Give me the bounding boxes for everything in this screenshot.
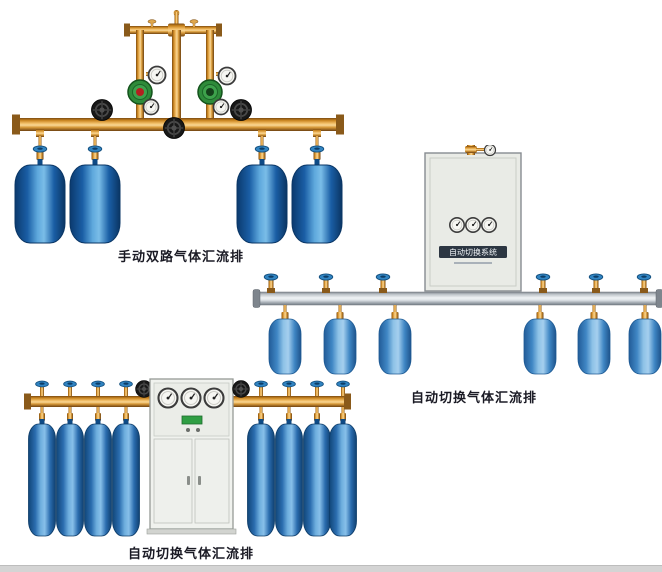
- gas-cylinder: [247, 423, 275, 537]
- cabinet-gauge: [203, 387, 225, 409]
- control-cabinet: 自动切换系统: [424, 152, 522, 292]
- cylinder-connection: [32, 129, 48, 166]
- cabinet-top-fitting: [465, 145, 497, 157]
- cabinet-door: [194, 438, 230, 524]
- gas-cylinder: [628, 318, 662, 375]
- manifold-pipe: [252, 289, 662, 308]
- gas-cylinder: [275, 423, 303, 537]
- cabinet-nameplate: [439, 246, 507, 258]
- cabinet-title: 自动切换系统: [449, 247, 497, 257]
- cabinet-gauge: [481, 217, 497, 233]
- gas-cylinder: [378, 318, 412, 375]
- pipe-fitting: [263, 273, 652, 293]
- gas-cylinder: [112, 423, 140, 537]
- control-cabinet: [146, 378, 237, 535]
- auto-switch-manifold-illustration: [24, 378, 357, 537]
- gas-cylinder: [28, 423, 56, 537]
- cylinder-connection: [254, 129, 270, 166]
- cabinet-gauge: [157, 387, 179, 409]
- gas-cylinder: [14, 164, 66, 244]
- gas-cylinder: [69, 164, 121, 244]
- riser-pipe: [124, 10, 222, 118]
- pressure-regulator-left: [127, 65, 167, 120]
- footer-band: [0, 565, 662, 572]
- cabinet-door: [153, 438, 193, 524]
- cylinder-connection: [87, 129, 103, 166]
- pressure-gauge: [147, 65, 167, 85]
- gas-cylinder: [268, 318, 302, 375]
- door-handle: [198, 476, 201, 485]
- gas-cylinder-row: [268, 305, 662, 375]
- gas-cylinder-row: [28, 407, 357, 537]
- cabinet-button: [186, 428, 190, 432]
- cylinder-valve-handwheel: [87, 145, 103, 153]
- auto-switch-manifold-bottom-figure: [18, 373, 366, 568]
- manual-dual-manifold-figure: [8, 8, 348, 258]
- gas-cylinder: [577, 318, 611, 375]
- cylinder-connection: [309, 129, 325, 166]
- gas-cylinder: [236, 164, 288, 244]
- gas-cylinder: [84, 423, 112, 537]
- shutoff-valve-handwheel: [231, 379, 251, 399]
- product-label: 自动切换气体汇流排: [410, 391, 537, 406]
- gas-cylinder: [329, 423, 357, 537]
- gas-cylinder: [323, 318, 357, 375]
- gas-cylinder: [291, 164, 343, 244]
- pipe-fitting: [254, 380, 350, 396]
- pipe-fitting: [35, 380, 133, 396]
- cabinet-gauge: [449, 217, 465, 233]
- shutoff-valve-handwheel: [162, 116, 186, 140]
- pressure-gauge: [142, 98, 160, 116]
- door-handle: [187, 476, 190, 485]
- cabinet-button: [196, 428, 200, 432]
- gas-cylinder: [303, 423, 331, 537]
- auto-switch-manifold-right-figure: 自动切换系统: [252, 145, 662, 407]
- gas-cylinder: [523, 318, 557, 375]
- manual-dual-manifold-illustration: [12, 10, 344, 244]
- shutoff-valve-handwheel: [229, 98, 253, 122]
- product-label: 手动双路气体汇流排: [117, 250, 244, 265]
- pressure-regulator-right: [197, 66, 237, 120]
- cabinet-display: [181, 415, 203, 425]
- product-label: 自动切换气体汇流排: [127, 547, 254, 562]
- gas-cylinder: [56, 423, 84, 537]
- auto-switch-manifold-illustration: 自动切换系统: [252, 145, 662, 375]
- shutoff-valve-handwheel: [90, 98, 114, 122]
- pressure-gauge: [483, 145, 497, 157]
- cabinet-gauge: [180, 387, 202, 409]
- pressure-gauge: [217, 66, 237, 86]
- cabinet-gauge: [465, 217, 481, 233]
- cylinder-valve-handwheel: [32, 145, 48, 153]
- pressure-gauge: [212, 98, 230, 116]
